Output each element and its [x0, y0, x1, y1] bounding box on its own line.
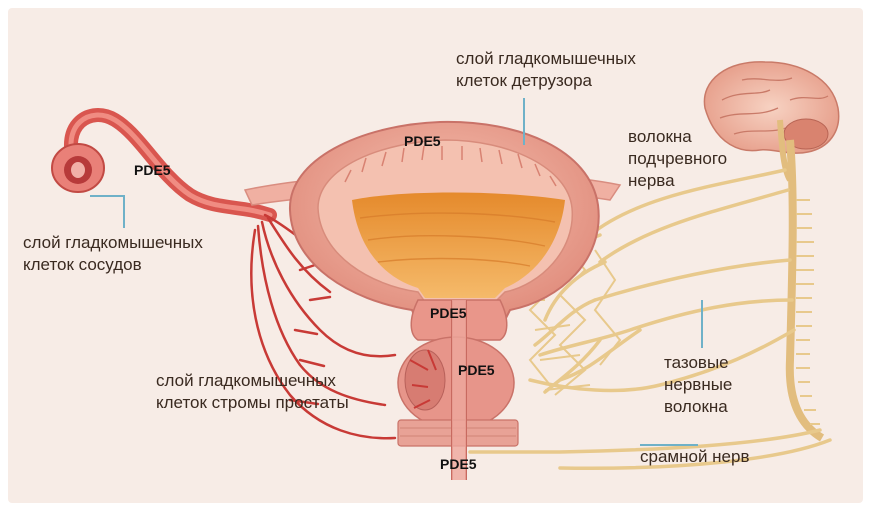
label-detrusor-smooth-muscle: слой гладкомышечных клеток детрузора: [456, 48, 636, 92]
label-line: слой гладкомышечных: [456, 48, 636, 70]
label-line: волокна: [664, 396, 732, 418]
pde5-vessel-marker: PDE5: [134, 162, 171, 178]
label-line: подчревного: [628, 148, 727, 170]
label-prostate-stroma: слой гладкомышечных клеток стромы проста…: [156, 370, 349, 414]
label-hypogastric-nerve: волокна подчревного нерва: [628, 126, 727, 192]
pde5-bladder-neck-marker: PDE5: [430, 305, 467, 321]
label-line: слой гладкомышечных: [23, 232, 203, 254]
label-line: волокна: [628, 126, 727, 148]
label-pudendal-nerve: срамной нерв: [640, 446, 750, 468]
label-line: тазовые: [664, 352, 732, 374]
label-line: нерва: [628, 170, 727, 192]
pde5-prostate-marker: PDE5: [458, 362, 495, 378]
label-line: слой гладкомышечных: [156, 370, 349, 392]
label-line: клеток сосудов: [23, 254, 203, 276]
label-pelvic-nerve-fibers: тазовые нервные волокна: [664, 352, 732, 418]
label-line: нервные: [664, 374, 732, 396]
pde5-detrusor-marker: PDE5: [404, 133, 441, 149]
label-line: клеток стромы простаты: [156, 392, 349, 414]
label-vessel-smooth-muscle: слой гладкомышечных клеток сосудов: [23, 232, 203, 276]
label-line: клеток детрузора: [456, 70, 636, 92]
pde5-urethra-marker: PDE5: [440, 456, 477, 472]
